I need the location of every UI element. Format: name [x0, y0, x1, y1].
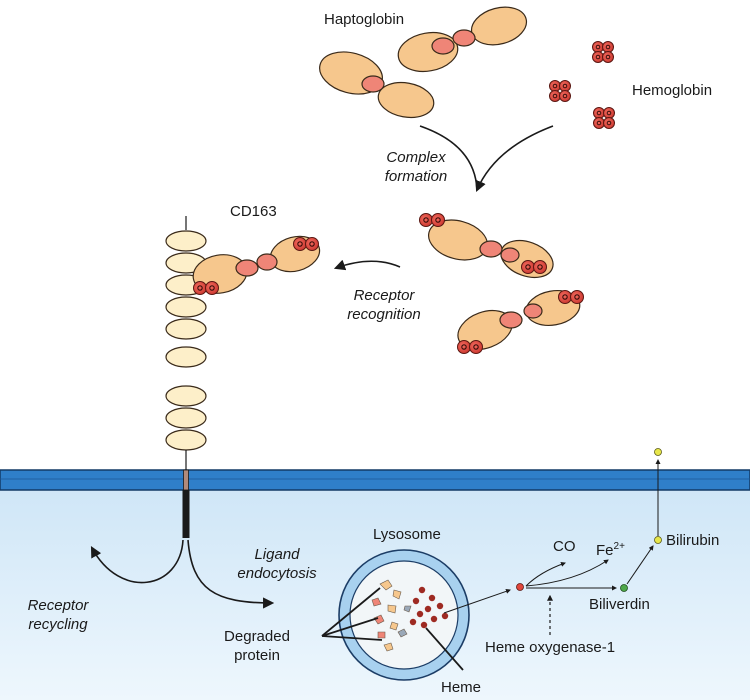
label-complex: Complex	[386, 149, 446, 166]
receptor-recycling-arrow	[90, 539, 184, 584]
heme-export-arrow	[443, 588, 511, 614]
complex-1-hemoglobin-a	[418, 212, 446, 228]
label-receptor-2: Receptor	[27, 597, 89, 614]
label-receptor: Receptor	[353, 287, 415, 304]
label-receptor-recognition: Receptor recognition	[334, 286, 434, 324]
label-ligand-endocytosis: Ligand endocytosis	[232, 545, 322, 583]
label-co: CO	[553, 538, 576, 555]
biliverdin-molecule	[620, 584, 628, 592]
hemoglobin-free-2	[549, 80, 571, 102]
label-heme-oxygenase: Heme oxygenase-1	[485, 639, 616, 656]
label-heme: Heme	[441, 679, 482, 696]
fe-arrow	[525, 559, 609, 587]
label-cd163: CD163	[230, 203, 277, 220]
heme-dots-in-lysosome	[409, 586, 449, 629]
label-recycling: recycling	[28, 616, 88, 633]
hemoglobin-free-1	[592, 41, 614, 63]
label-lysosome: Lysosome	[373, 526, 441, 543]
cell-membrane	[0, 469, 750, 491]
label-bilirubin: Bilirubin	[666, 532, 720, 549]
complex-arrow-right	[475, 125, 554, 193]
lysosome-lumen	[349, 560, 459, 670]
label-degraded-protein: Degraded protein	[212, 627, 302, 665]
label-ligand: Ligand	[254, 546, 300, 563]
bilirubin-arrow	[626, 545, 654, 585]
label-fe-symbol: Fe	[596, 542, 614, 559]
hemoglobin-free-3	[593, 107, 615, 129]
degraded-protein-pointers	[321, 587, 383, 641]
label-complex-formation: Complex formation	[376, 148, 456, 186]
degraded-protein-fragments	[371, 579, 412, 652]
bilirubin-exported	[654, 448, 662, 456]
label-recognition: recognition	[347, 306, 421, 323]
cd163-cytoplasmic-tail	[182, 490, 190, 538]
label-hemoglobin: Hemoglobin	[632, 82, 713, 99]
haptoglobin-molecule	[319, 6, 528, 119]
receptor-recognition-arrow	[333, 259, 401, 271]
label-formation: formation	[384, 168, 448, 185]
label-endocytosis: endocytosis	[237, 565, 317, 582]
label-haptoglobin: Haptoglobin	[324, 11, 405, 28]
label-receptor-recycling: Receptor recycling	[18, 596, 98, 634]
co-arrow	[525, 562, 566, 587]
label-biliverdin: Biliverdin	[589, 596, 650, 613]
label-fe-charge: 2+	[613, 541, 625, 552]
label-degraded: Degraded	[224, 628, 290, 645]
bilirubin-molecule	[654, 536, 662, 544]
cd163-transmembrane	[183, 469, 189, 491]
heme-molecule	[516, 583, 524, 591]
label-protein: protein	[234, 647, 280, 664]
ligand-endocytosis-arrow	[187, 539, 275, 609]
heme-pointer	[425, 627, 464, 671]
label-fe: Fe2+	[596, 537, 625, 560]
hp-hb-complex-1	[428, 219, 554, 279]
